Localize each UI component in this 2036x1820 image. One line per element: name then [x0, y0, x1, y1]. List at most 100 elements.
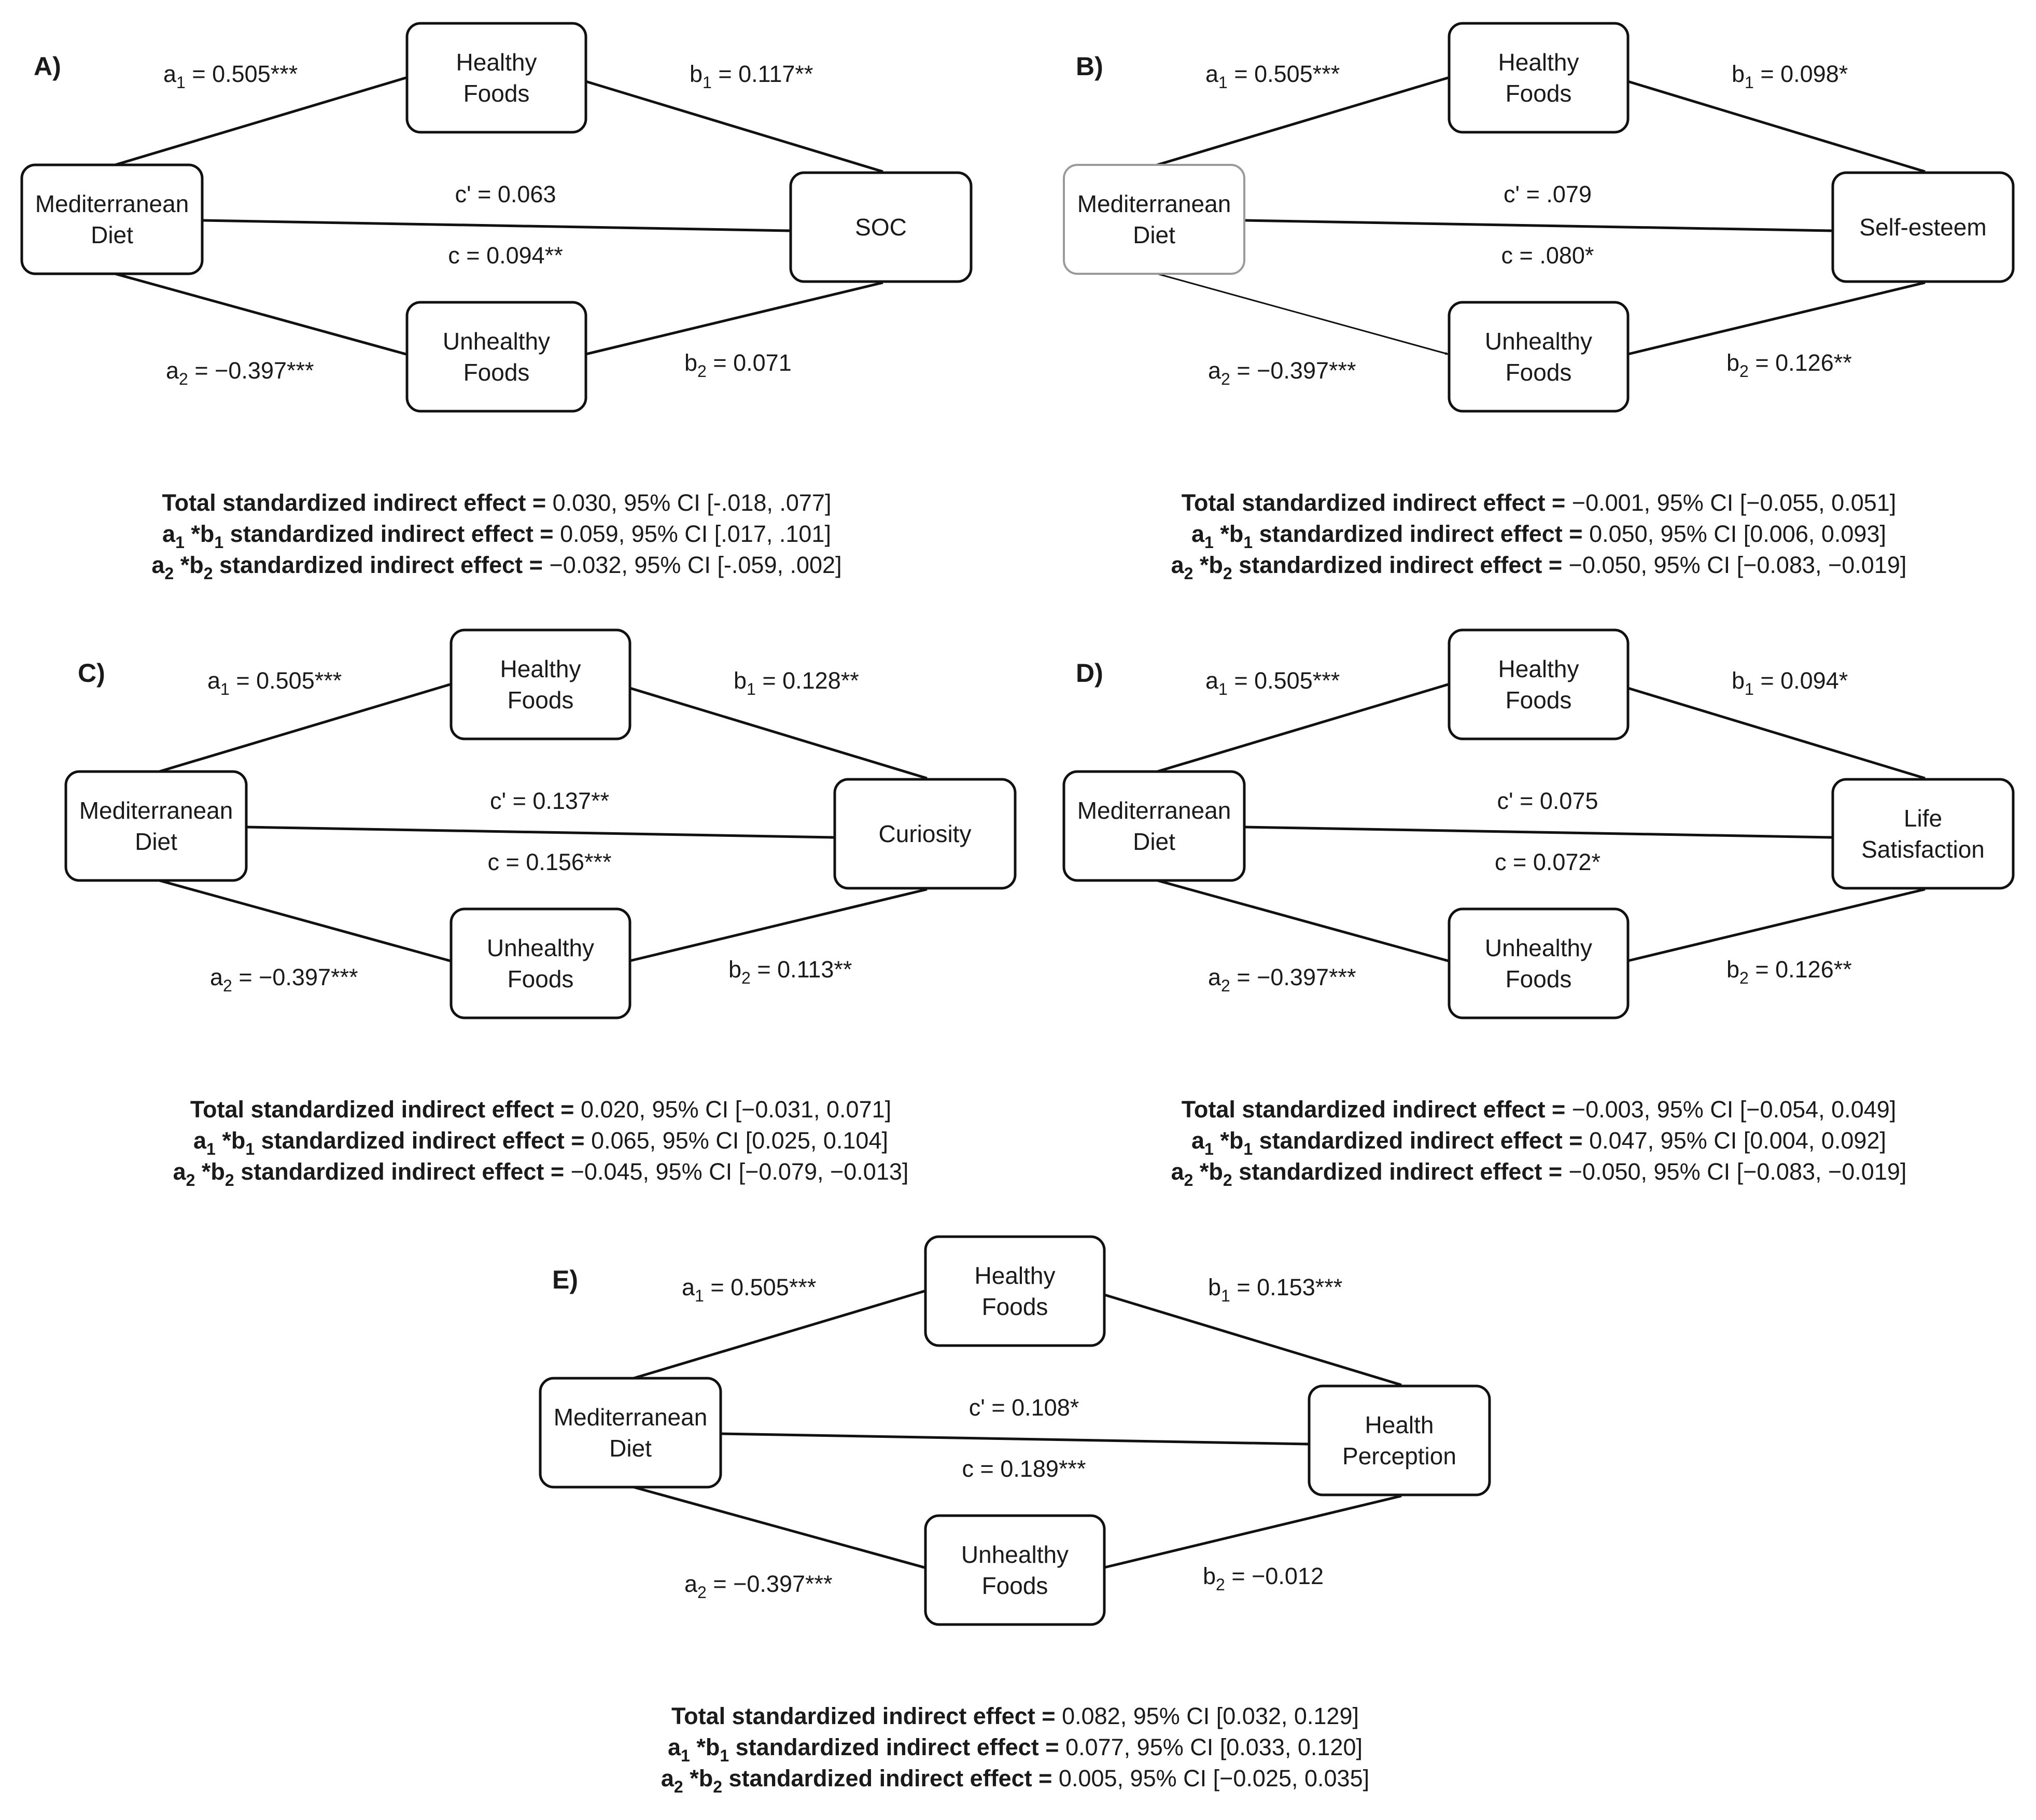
- unhealthy-foods-node-label-line2: Foods: [464, 359, 530, 386]
- a2b2-indirect-effect: a2 *b2 standardized indirect effect = −0…: [173, 1158, 909, 1189]
- healthy-foods-node-label-line1: Healthy: [456, 49, 537, 76]
- outcome-node-box: [833, 778, 1017, 890]
- arrow-a2: [1157, 273, 1449, 355]
- arrow-a2: [159, 879, 451, 962]
- mediterranean-diet-node-label-line2: Diet: [609, 1435, 652, 1462]
- arrow-c: [720, 1432, 1309, 1446]
- healthy-foods-node-box: [405, 22, 587, 134]
- mediterranean-diet-node-label-line1: Mediterranean: [35, 190, 189, 217]
- healthy-foods-node-box: [924, 1235, 1106, 1347]
- a2b2-indirect-effect: a2 *b2 standardized indirect effect = −0…: [151, 552, 841, 583]
- total-indirect-effect: Total standardized indirect effect = 0.0…: [190, 1096, 891, 1123]
- a2-label: a2 = −0.397***: [1208, 964, 1356, 995]
- c-prime-label: c' = 0.137**: [490, 788, 609, 814]
- outcome-node-box: [1831, 778, 2015, 890]
- arrow-b1: [1104, 1293, 1402, 1387]
- a1-label: a1 = 0.505***: [1205, 61, 1340, 92]
- healthy-foods-node-box: [1448, 628, 1630, 740]
- panel-letter: D): [1076, 659, 1103, 688]
- arrow-c: [1244, 825, 1832, 839]
- arrow-c: [202, 219, 790, 232]
- total-indirect-effect: Total standardized indirect effect = −0.…: [1182, 489, 1897, 516]
- b2-label: b2 = 0.071: [684, 349, 792, 381]
- healthy-foods-node-label-line1: Healthy: [975, 1262, 1056, 1289]
- panel-letter: C): [78, 659, 105, 688]
- b1-label: b1 = 0.153***: [1208, 1274, 1342, 1305]
- unhealthy-foods-node-label-line2: Foods: [508, 965, 574, 992]
- a1b1-indirect-effect: a1 *b1 standardized indirect effect = 0.…: [1191, 521, 1886, 552]
- c-prime-label: c' = 0.108*: [969, 1394, 1079, 1421]
- a2b2-indirect-effect: a2 *b2 standardized indirect effect = 0.…: [661, 1765, 1369, 1796]
- arrow-b2: [585, 281, 883, 356]
- a1b1-indirect-effect: a1 *b1 standardized indirect effect = 0.…: [668, 1734, 1363, 1765]
- unhealthy-foods-node-label-line1: Unhealthy: [1485, 328, 1592, 355]
- panel-letter: A): [34, 52, 61, 81]
- unhealthy-foods-node-label-line1: Unhealthy: [1485, 934, 1592, 961]
- outcome-node-label-line2: Satisfaction: [1861, 836, 1985, 863]
- unhealthy-foods-node-box: [1448, 301, 1630, 413]
- arrow-a1: [1157, 76, 1449, 166]
- arrow-b1: [1627, 687, 1926, 780]
- a1b1-indirect-effect: a1 *b1 standardized indirect effect = 0.…: [193, 1127, 888, 1158]
- healthy-foods-node-label-line2: Foods: [1506, 687, 1572, 713]
- mediterranean-diet-node-label-line1: Mediterranean: [554, 1404, 708, 1431]
- arrow-c: [246, 825, 834, 839]
- b2-label: b2 = 0.126**: [1726, 349, 1852, 381]
- mediterranean-diet-node-box: [1062, 770, 1246, 882]
- unhealthy-foods-node-box: [405, 301, 587, 413]
- mediterranean-diet-node-box: [1063, 164, 1245, 275]
- b1-label: b1 = 0.098*: [1732, 61, 1848, 92]
- a2b2-indirect-effect: a2 *b2 standardized indirect effect = −0…: [1171, 552, 1907, 583]
- c-label: c = 0.094**: [448, 242, 563, 269]
- b1-label: b1 = 0.094*: [1732, 667, 1848, 698]
- a1b1-indirect-effect: a1 *b1 standardized indirect effect = 0.…: [1191, 1127, 1886, 1158]
- a1b1-indirect-effect: a1 *b1 standardized indirect effect = 0.…: [162, 521, 831, 552]
- healthy-foods-node-label-line2: Foods: [1506, 80, 1572, 107]
- b2-label: b2 = 0.126**: [1726, 956, 1852, 987]
- a1-label: a1 = 0.505***: [682, 1274, 816, 1305]
- arrow-a2: [633, 1486, 925, 1569]
- c-label: c = 0.156***: [488, 849, 612, 875]
- unhealthy-foods-node-box: [450, 907, 631, 1019]
- healthy-foods-node-label-line1: Healthy: [500, 655, 581, 682]
- arrow-a1: [633, 1290, 925, 1380]
- a2-label: a2 = −0.397***: [210, 964, 358, 995]
- mediterranean-diet-node-label-line2: Diet: [135, 828, 177, 855]
- a1-label: a1 = 0.505***: [1205, 667, 1340, 698]
- c-label: c = 0.189***: [962, 1455, 1086, 1482]
- mediterranean-diet-node-label-line2: Diet: [1133, 828, 1175, 855]
- a2-label: a2 = −0.397***: [166, 357, 314, 388]
- b1-label: b1 = 0.117**: [690, 61, 813, 92]
- unhealthy-foods-node-box: [924, 1514, 1106, 1626]
- a1-label: a1 = 0.505***: [163, 61, 298, 92]
- outcome-node-label: Curiosity: [879, 820, 972, 847]
- mediterranean-diet-node-label-line1: Mediterranean: [1077, 797, 1231, 824]
- total-indirect-effect: Total standardized indirect effect = 0.0…: [671, 1703, 1359, 1729]
- a2-label: a2 = −0.397***: [684, 1571, 833, 1602]
- outcome-node-box: [1308, 1384, 1491, 1496]
- arrow-a2: [115, 272, 406, 356]
- mediterranean-diet-node-label-line2: Diet: [1133, 221, 1175, 248]
- outcome-node-label: SOC: [855, 214, 907, 241]
- arrow-b2: [629, 888, 928, 962]
- healthy-foods-node-label-line1: Healthy: [1498, 49, 1579, 76]
- arrow-b2: [1627, 888, 1926, 962]
- outcome-node-label-line2: Perception: [1342, 1443, 1456, 1469]
- b2-label: b2 = −0.012: [1203, 1563, 1324, 1594]
- arrow-b1: [629, 687, 928, 780]
- outcome-node: Self-esteem: [1831, 171, 2015, 283]
- healthy-foods-node-label-line1: Healthy: [1498, 655, 1579, 682]
- arrow-b2: [1104, 1494, 1402, 1569]
- arrow-a1: [1157, 683, 1449, 773]
